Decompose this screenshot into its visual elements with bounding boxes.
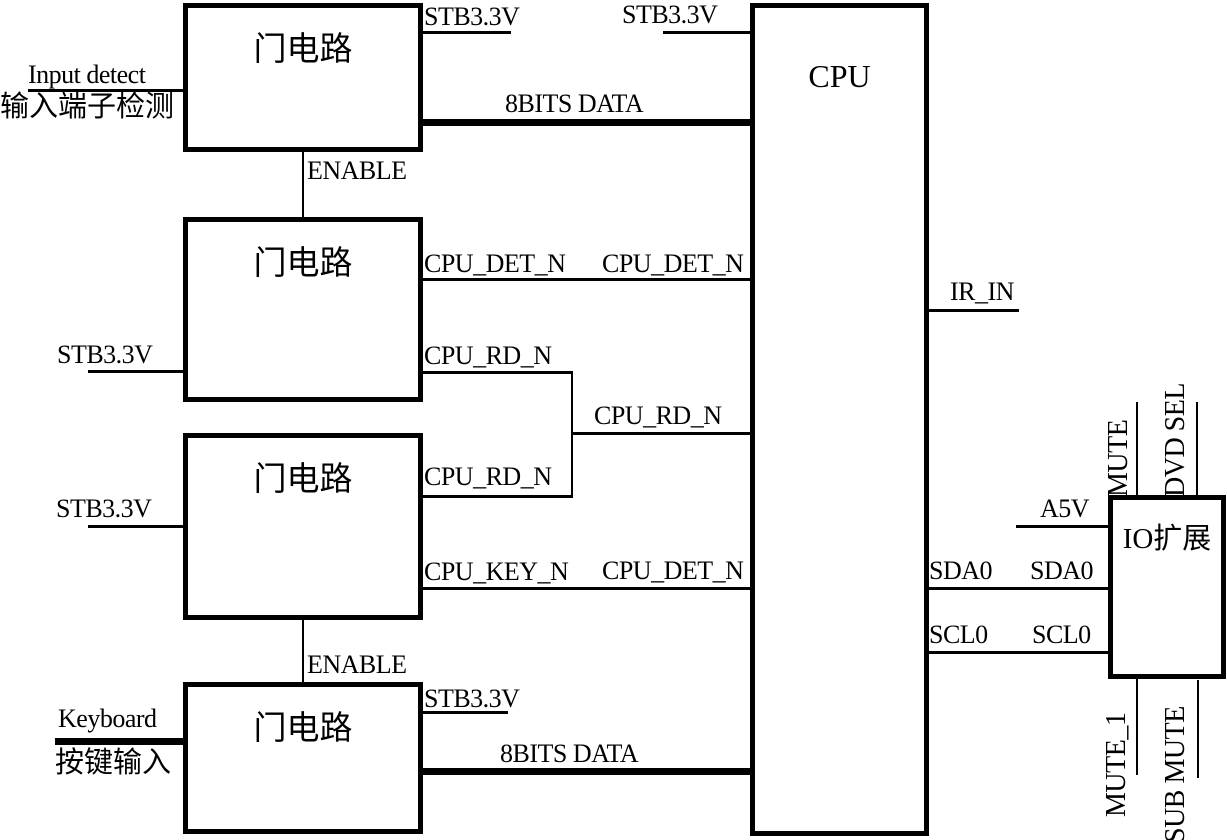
wire-stb33v-gate4 xyxy=(421,711,508,714)
wire-enable-top xyxy=(302,152,304,217)
wire-mute xyxy=(1136,402,1138,495)
wire-stb33v-gate1 xyxy=(421,31,511,34)
signal-cpu-det-n-gate2: CPU_DET_N xyxy=(424,249,566,278)
wire-stb33v-gate2 xyxy=(88,370,183,373)
wire-input-detect xyxy=(28,89,183,92)
input-detect-label-en: Input detect xyxy=(28,60,146,89)
gate-circuit-box-3: 门电路 xyxy=(183,433,423,620)
signal-cpu-key-n: CPU_KEY_N xyxy=(424,557,569,586)
gate-circuit-box-4: 门电路 xyxy=(183,682,423,834)
wire-cpu-rd-n-junction xyxy=(571,371,573,498)
wire-ir-in xyxy=(928,309,1019,312)
wire-cpu-key-n xyxy=(421,587,752,590)
signal-stb33v-gate2: STB3.3V xyxy=(57,340,153,369)
wire-a5v xyxy=(1016,525,1108,528)
signal-sub-mute: SUB MUTE xyxy=(1160,706,1191,840)
keyboard-label-zh: 按键输入 xyxy=(55,747,172,779)
cpu-box: CPU xyxy=(750,3,929,836)
input-detect-label-zh: 输入端子检测 xyxy=(0,91,175,123)
signal-cpu-det-n-cpu-top: CPU_DET_N xyxy=(602,249,744,278)
signal-scl0-io: SCL0 xyxy=(1032,620,1091,649)
signal-data-bus-bottom: 8BITS DATA xyxy=(500,739,639,768)
wire-stb33v-gate3 xyxy=(88,525,183,528)
signal-sda0-cpu: SDA0 xyxy=(929,556,993,585)
wire-cpu-rd-n-cpu xyxy=(571,432,752,435)
signal-cpu-rd-n-cpu: CPU_RD_N xyxy=(594,401,722,430)
gate-circuit-label: 门电路 xyxy=(253,462,353,498)
gate-circuit-label: 门电路 xyxy=(253,32,353,68)
signal-mute-1: MUTE_1 xyxy=(1101,712,1132,817)
signal-stb33v-cpu-top: STB3.3V xyxy=(622,0,718,29)
io-expander-box: IO扩展 xyxy=(1108,495,1226,679)
wire-sub-mute xyxy=(1197,680,1199,778)
signal-mute: MUTE xyxy=(1103,419,1134,497)
wire-keyboard-input xyxy=(55,738,183,745)
signal-ir-in: IR_IN xyxy=(950,277,1014,306)
signal-a5v: A5V xyxy=(1040,494,1090,523)
signal-stb33v-gate3: STB3.3V xyxy=(56,494,152,523)
wire-cpu-det-n-top xyxy=(421,278,752,281)
wire-dvd-sel xyxy=(1196,402,1198,495)
signal-stb33v-gate1: STB3.3V xyxy=(424,2,520,31)
keyboard-label-en: Keyboard xyxy=(58,704,157,733)
gate-circuit-box-2: 门电路 xyxy=(183,217,423,402)
wire-stb33v-cpu-top xyxy=(663,31,750,34)
signal-cpu-det-n-cpu-bottom: CPU_DET_N xyxy=(602,556,744,585)
signal-dvd-sel: DVD SEL xyxy=(1160,383,1191,497)
signal-scl0-cpu: SCL0 xyxy=(929,620,988,649)
signal-enable-top: ENABLE xyxy=(307,156,407,185)
gate-circuit-box-1: 门电路 xyxy=(183,3,423,152)
signal-data-bus-top: 8BITS DATA xyxy=(505,89,644,118)
wire-cpu-rd-n-gate3 xyxy=(421,495,573,498)
wire-scl0 xyxy=(928,651,1108,654)
signal-cpu-rd-n-gate3: CPU_RD_N xyxy=(424,462,552,491)
io-expander-label: IO扩展 xyxy=(1122,523,1212,555)
wire-data-bus-bottom xyxy=(421,768,751,775)
signal-sda0-io: SDA0 xyxy=(1030,556,1094,585)
cpu-label: CPU xyxy=(808,58,871,94)
wire-mute-1 xyxy=(1136,678,1138,775)
wire-enable-bottom xyxy=(302,619,304,682)
gate-circuit-label: 门电路 xyxy=(253,711,353,747)
wire-sda0 xyxy=(928,587,1108,590)
signal-stb33v-gate4: STB3.3V xyxy=(424,684,520,713)
wire-data-bus-top xyxy=(421,119,752,126)
wire-cpu-rd-n-gate2 xyxy=(421,371,573,374)
gate-circuit-label: 门电路 xyxy=(253,246,353,282)
signal-cpu-rd-n-gate2: CPU_RD_N xyxy=(424,341,552,370)
signal-enable-bottom: ENABLE xyxy=(307,650,407,679)
